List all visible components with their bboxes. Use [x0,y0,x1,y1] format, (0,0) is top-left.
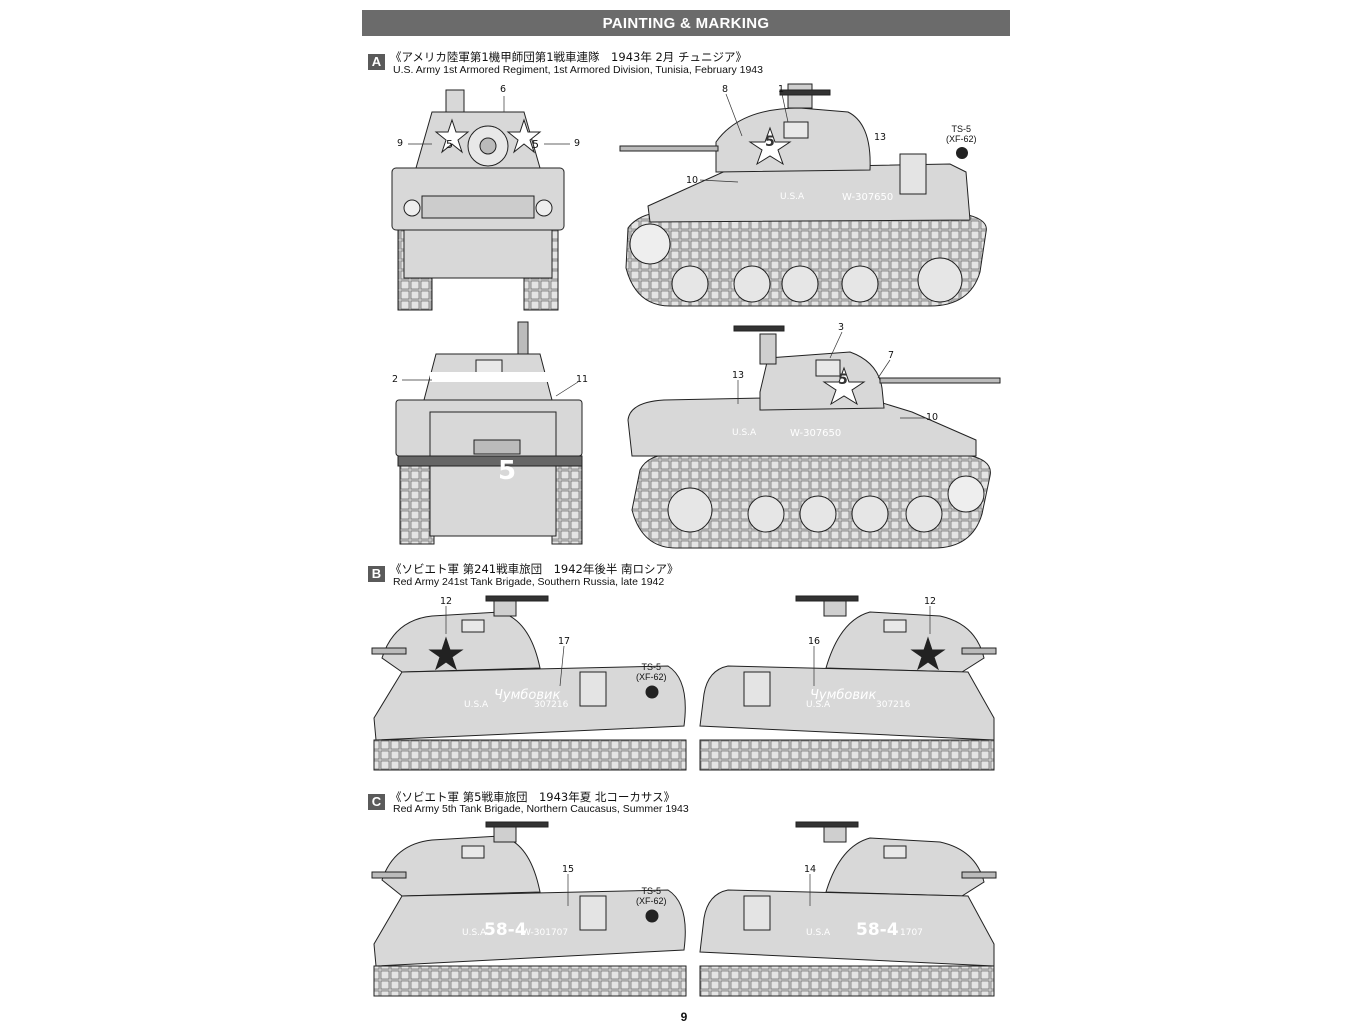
callout-number: 10 [926,412,939,423]
paint-code-label: TS-5 [951,124,972,134]
marking-turret-number: 5 [765,134,775,150]
callout-number: 13 [874,132,887,143]
callout-number: 7 [888,350,895,361]
paint-code-a: TS-5 (XF-62) [946,124,977,144]
callout-number: 9 [574,138,581,149]
marking-serial: W-301707 [522,928,569,938]
callout-number: 10 [686,175,699,186]
section-badge-b: B [368,566,385,582]
marking-usa: U.S.A [732,428,757,438]
callout-number: 8 [722,84,729,95]
callout-number: 14 [804,864,817,875]
paint-code-c: TS-5 (XF-62) [636,886,667,906]
paint-code-sub: (XF-62) [946,134,977,144]
tank-b-right-view [699,595,997,771]
paint-swatch-b [646,686,658,698]
marking-slogan: Чумбовик [494,688,561,703]
tank-c-right-view [699,821,997,997]
marking-slogan: Чумбовик [810,688,877,703]
tank-a-front-view [391,89,565,311]
tank-a-right-view [627,325,1001,549]
marking-usa: U.S.A [806,700,831,710]
paint-swatch-c [646,910,658,922]
section-c-caption-jp: 《ソビエト軍 第5戦車旅団 1943年夏 北コーカサス》 [390,790,676,804]
marking-serial: 307216 [534,700,569,710]
tank-a-rear-view [395,321,583,545]
marking-serial: W-307650 [790,428,842,439]
marking-tactical-number: 58-4 [856,920,899,940]
section-a-caption-jp: 《アメリカ陸軍第1機甲師団第1戦車連隊 1943年 2月 チュニジア》 [390,50,747,64]
tank-a-left-view [619,83,987,307]
callout-number: 9 [397,138,404,149]
section-badge-c: C [368,794,385,810]
marking-front-number: 5 [446,138,453,151]
callout-number: 3 [838,322,845,333]
callout-number: 6 [500,84,507,95]
header-bar: PAINTING & MARKING [362,10,1010,36]
callout-number: 11 [576,374,589,385]
marking-usa: U.S.A [464,700,489,710]
marking-serial: 1707 [900,928,923,938]
marking-usa: U.S.A [806,928,831,938]
tank-b-left-view [371,595,687,771]
marking-usa: U.S.A [462,928,487,938]
marking-rear-number: 5 [498,456,517,486]
marking-serial: 307216 [876,700,911,710]
marking-turret-number: 5 [838,372,848,388]
paint-code-sub: (XF-62) [636,672,667,682]
callout-number: 13 [732,370,745,381]
paint-code-b: TS-5 (XF-62) [636,662,667,682]
callout-number: 16 [808,636,821,647]
section-c-caption-en: Red Army 5th Tank Brigade, Northern Cauc… [393,803,689,815]
marking-tactical-number: 58-4 [484,920,527,940]
marking-front-number: 5 [532,138,539,151]
section-a-caption-en: U.S. Army 1st Armored Regiment, 1st Armo… [393,64,763,76]
paint-code-label: TS-5 [641,662,662,672]
callout-number: 15 [562,864,575,875]
tank-c-left-view [371,821,687,997]
callout-number: 1 [778,84,785,95]
marking-serial: W-307650 [842,192,894,203]
callout-number: 12 [924,596,937,607]
page-number: 9 [680,1010,688,1024]
page-title: PAINTING & MARKING [602,14,770,32]
paint-code-label: TS-5 [641,886,662,896]
paint-code-sub: (XF-62) [636,896,667,906]
callout-number: 17 [558,636,571,647]
callout-number: 12 [440,596,453,607]
callout-number: 2 [392,374,399,385]
section-b-caption-en: Red Army 241st Tank Brigade, Southern Ru… [393,576,665,588]
section-b-caption-jp: 《ソビエト軍 第241戦車旅団 1942年後半 南ロシア》 [390,562,679,576]
marking-usa: U.S.A [780,192,805,202]
section-badge-a: A [368,54,385,70]
paint-swatch-a [956,147,968,159]
